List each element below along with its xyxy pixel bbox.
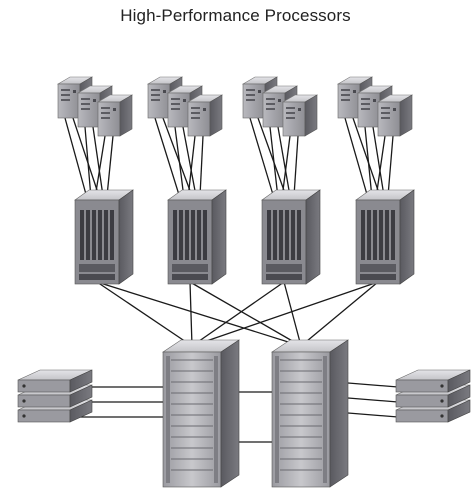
edge-switches: [74, 189, 415, 285]
processor-server: [186, 94, 224, 137]
server-uplink: [72, 117, 100, 197]
server-uplink: [277, 126, 291, 197]
server-uplink: [249, 117, 275, 199]
storage-stack-right: [395, 369, 471, 423]
storage-stack-left: [17, 369, 93, 423]
core-uplink: [96, 281, 193, 347]
server-uplink: [92, 126, 104, 197]
processor-server: [96, 94, 134, 137]
core-switch-right: [271, 339, 349, 488]
storage-link: [347, 397, 399, 403]
core-switch-left: [162, 339, 240, 488]
storage-unit: [17, 369, 93, 393]
storage-link: [347, 412, 399, 418]
core-uplink: [189, 281, 193, 347]
server-uplink: [94, 135, 106, 199]
processor-server: [281, 94, 319, 137]
storage-unit: [395, 369, 471, 393]
edge-switch: [355, 189, 415, 285]
server-uplink: [182, 126, 197, 197]
server-uplink: [375, 135, 386, 199]
edge-switch: [74, 189, 134, 285]
storage-arrays: [17, 369, 471, 423]
server-uplink: [269, 126, 279, 199]
server-uplink: [364, 126, 373, 199]
core-uplink: [300, 281, 379, 347]
edge-switch: [261, 189, 321, 285]
server-uplink: [162, 117, 193, 197]
server-uplink: [174, 126, 185, 199]
core-uplink: [189, 281, 302, 347]
core-uplink: [191, 281, 285, 347]
core-switches: [162, 339, 349, 488]
core-uplink: [191, 281, 379, 347]
server-uplink: [352, 117, 381, 197]
server-uplink: [154, 117, 181, 199]
processor-servers: [56, 76, 414, 137]
core-uplink: [283, 281, 302, 347]
server-uplink: [344, 117, 369, 199]
server-uplink: [293, 135, 299, 197]
server-uplink: [372, 126, 385, 197]
edge-switch: [167, 189, 227, 285]
diagram-title: High-Performance Processors: [120, 6, 351, 25]
server-uplink: [199, 135, 204, 197]
server-uplink: [187, 135, 196, 199]
server-uplink: [281, 135, 291, 199]
storage-link: [347, 382, 399, 388]
processor-server: [376, 94, 414, 137]
server-uplink: [257, 117, 287, 197]
server-uplink: [106, 135, 114, 197]
server-uplink: [84, 126, 92, 199]
core-uplink: [96, 281, 302, 347]
server-uplink: [64, 117, 88, 199]
server-uplink: [387, 135, 394, 197]
